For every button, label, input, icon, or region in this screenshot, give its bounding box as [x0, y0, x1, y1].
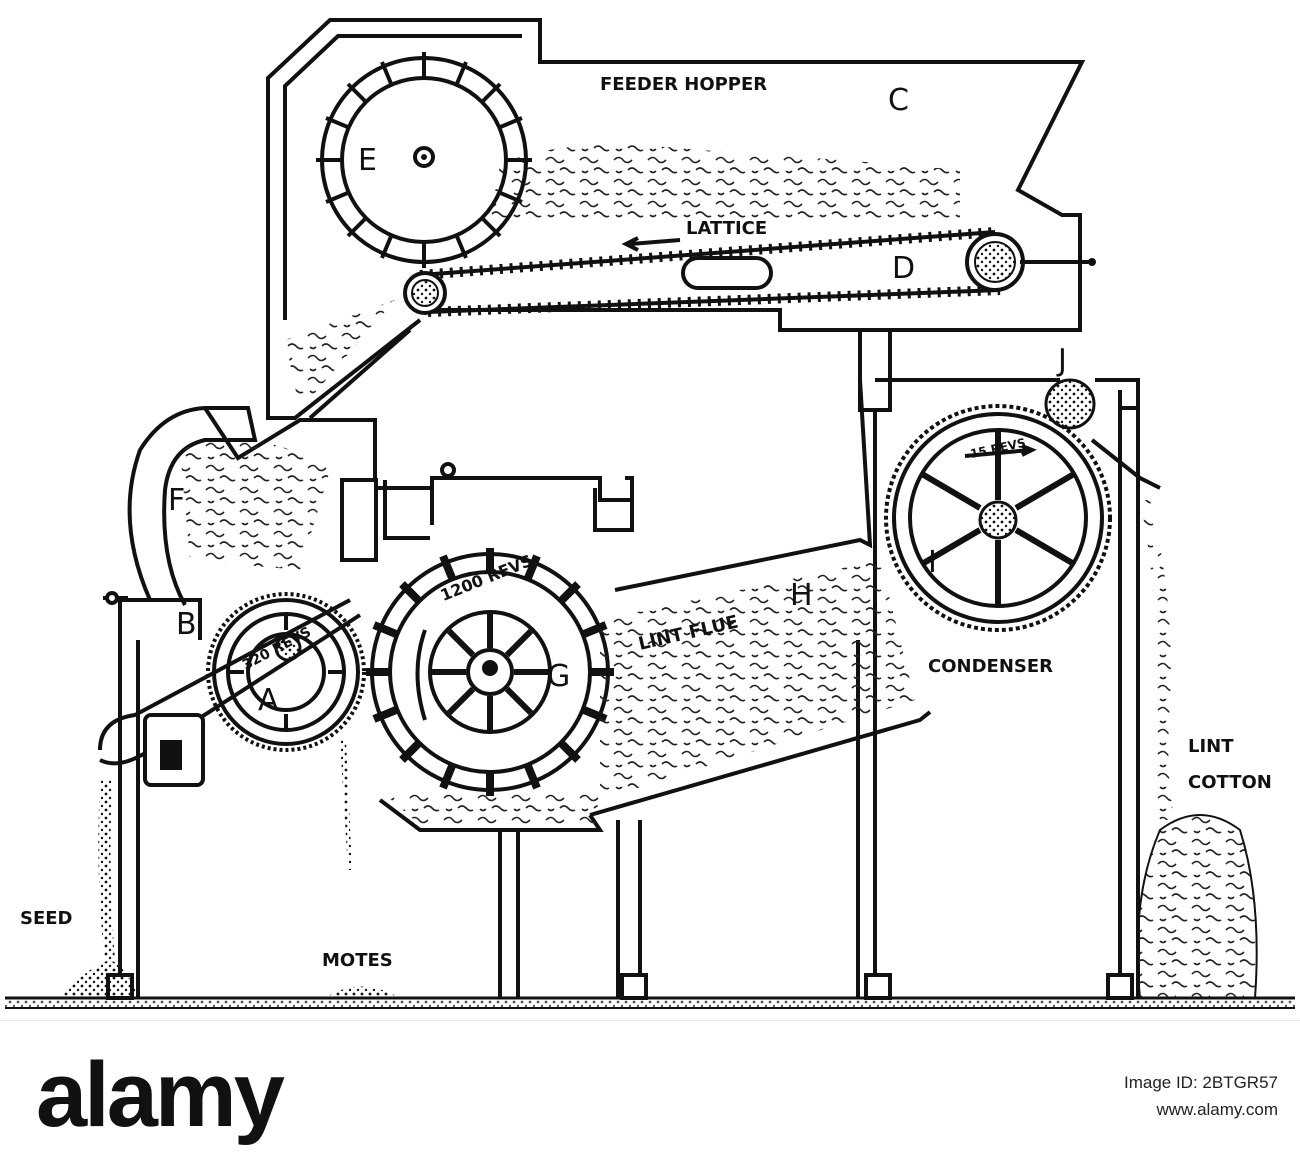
motes-pile — [325, 740, 400, 998]
image-id-block: Image ID: 2BTGR57 www.alamy.com — [1124, 1069, 1278, 1123]
label-lint-cotton-line2: COTTON — [1188, 772, 1272, 793]
label-c: C — [888, 83, 909, 118]
label-a: A — [258, 683, 279, 718]
site-url-text: www.alamy.com — [1156, 1100, 1278, 1120]
image-id-text: Image ID: 2BTGR57 — [1123, 1073, 1278, 1092]
label-d: D — [892, 251, 915, 286]
label-feeder-hopper: FEEDER HOPPER — [600, 74, 767, 95]
label-i: I — [928, 545, 937, 580]
label-lint-cotton-line1: LINT — [1188, 736, 1234, 757]
brush-housing — [375, 462, 634, 540]
lint-flue-h — [378, 379, 932, 832]
saw-cylinder-a — [206, 592, 366, 752]
stock-footer: alamy Image ID: 2BTGR57 www.alamy.com — [0, 1020, 1300, 1162]
breast-f — [103, 406, 378, 640]
feed-roller-e — [316, 52, 532, 268]
seed-pile — [60, 780, 140, 998]
label-b: B — [176, 607, 197, 642]
label-j: J — [1056, 343, 1067, 378]
hopper-chute — [266, 300, 422, 420]
label-g: G — [547, 659, 570, 694]
roll-j — [1044, 378, 1161, 490]
cotton-gin-diagram: FEEDER HOPPER C E LATTICE D J F B A 320 … — [5, 18, 1295, 1009]
label-h: H — [790, 578, 813, 613]
lattice-d — [403, 227, 1096, 317]
label-condenser: CONDENSER — [928, 656, 1053, 677]
label-motes: MOTES — [322, 950, 393, 971]
ground-line — [5, 996, 1295, 1009]
lint-cotton-pile — [1136, 500, 1258, 999]
condenser-i — [884, 404, 1112, 632]
feeder-hopper — [266, 18, 1086, 332]
label-seed: SEED — [20, 908, 73, 929]
label-lattice: LATTICE — [686, 218, 767, 239]
seed-chute-b — [98, 598, 362, 787]
brand-logo: alamy — [36, 1044, 285, 1146]
label-f: F — [168, 483, 185, 518]
label-e: E — [358, 143, 377, 178]
